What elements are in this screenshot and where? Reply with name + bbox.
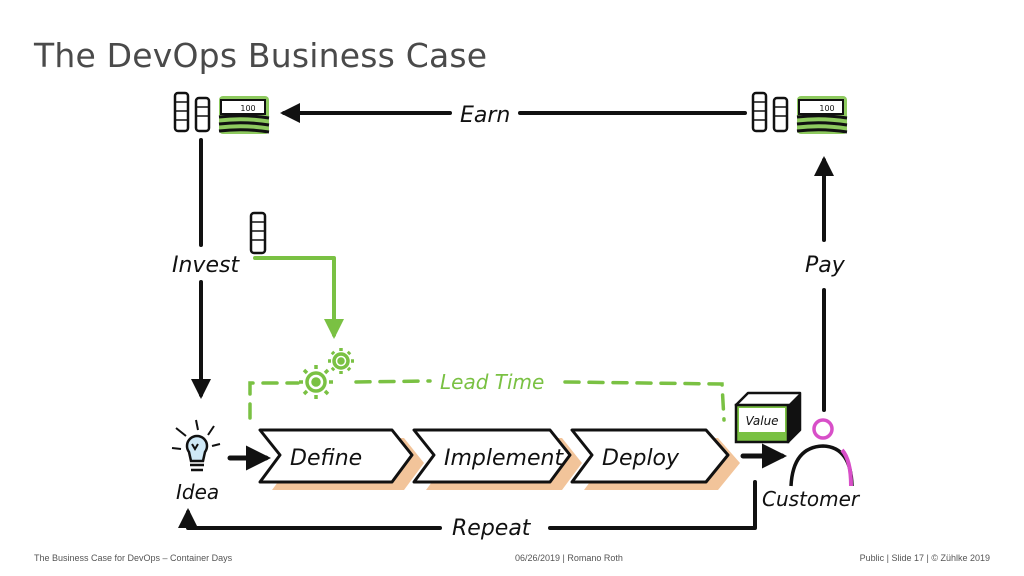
- step-define: Define: [258, 428, 424, 490]
- customer-label: Customer: [762, 487, 861, 511]
- gears-icon: [299, 348, 354, 399]
- idea-label: Idea: [176, 480, 219, 504]
- lead-time-dash-mid: [354, 379, 432, 384]
- value-box-icon: Value: [734, 391, 802, 444]
- footer-center: 06/26/2019 | Romano Roth: [515, 553, 623, 563]
- slide-title: The DevOps Business Case: [34, 36, 488, 75]
- lightbulb-icon: [171, 419, 221, 472]
- step-implement: Implement: [412, 428, 582, 490]
- coin-stack-icon: [249, 211, 267, 255]
- money-stack-right-icon: 100: [751, 91, 848, 134]
- money-note-left: 100: [240, 104, 255, 113]
- money-stack-left-icon: 100: [173, 91, 270, 134]
- repeat-label: Repeat: [452, 516, 532, 541]
- money-note-right: 100: [819, 104, 834, 113]
- step-deploy: Deploy: [570, 428, 740, 490]
- lead-time-label: Lead Time: [440, 370, 544, 394]
- customer-icon: [789, 418, 854, 487]
- pay-label: Pay: [805, 253, 846, 278]
- invest-label: Invest: [172, 253, 240, 278]
- step-implement-label: Implement: [444, 446, 564, 471]
- footer-right: Public | Slide 17 | © Zühlke 2019: [859, 553, 990, 563]
- value-label: Value: [745, 414, 778, 428]
- footer-left: The Business Case for DevOps – Container…: [34, 553, 233, 563]
- earn-label: Earn: [460, 103, 510, 128]
- green-invest-arrow: [253, 256, 344, 339]
- lead-time-bracket-right: [563, 380, 726, 422]
- repeat-arrow: [178, 508, 442, 530]
- step-deploy-label: Deploy: [602, 446, 680, 471]
- lead-time-bracket-left: [248, 381, 300, 420]
- repeat-line-right: [548, 480, 757, 530]
- step-define-label: Define: [290, 446, 362, 471]
